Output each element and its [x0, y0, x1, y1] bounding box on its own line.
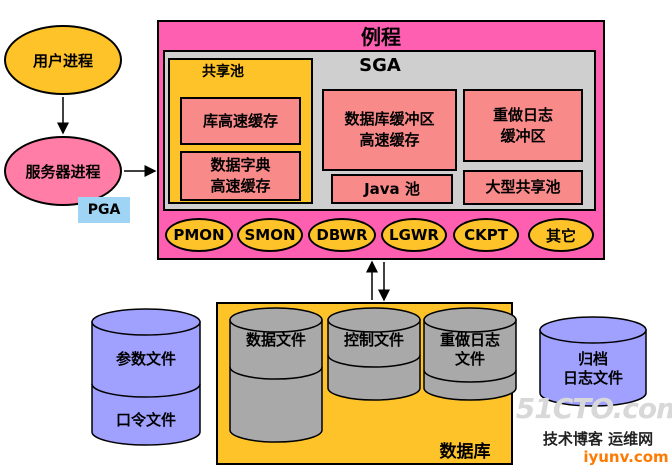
library-cache-label: 库高速缓存 [202, 111, 278, 130]
database-buffer-cache: 数据库缓冲区 高速缓存 [322, 89, 457, 171]
data-dictionary-cache: 数据字典 高速缓存 [180, 151, 301, 201]
server-process: 服务器进程 [4, 136, 122, 206]
bg-process-ckpt: CKPT [453, 218, 519, 252]
parameter-password-files-cylinder [91, 308, 201, 446]
bg-process-dbwr: DBWR [308, 218, 376, 252]
parameter-file-label: 参数文件 [115, 350, 176, 368]
redo-log-buffer: 重做日志 缓冲区 [463, 89, 583, 162]
pga-label: PGA [87, 202, 121, 218]
watermark-subtitle: 技术博客 运维网 [542, 429, 654, 448]
sga-title: SGA [359, 54, 401, 76]
large-pool-label: 大型共享池 [485, 178, 561, 196]
redo-log-files-label: 重做日志 文件 [439, 331, 500, 368]
instance-title: 例程 [361, 24, 401, 49]
control-files-cylinder [327, 307, 421, 401]
user-process: 用户进程 [4, 25, 122, 95]
archived-logs-label: 归档 日志文件 [562, 350, 623, 387]
bg-process-label: LGWR [389, 226, 439, 244]
data-dictionary-cache-label: 数据字典 高速缓存 [210, 156, 271, 195]
control-files-label: 控制文件 [343, 331, 404, 349]
redo-log-files-cylinder [423, 307, 517, 401]
password-file-label: 口令文件 [115, 411, 176, 429]
shared-pool-title: 共享池 [202, 64, 244, 80]
java-pool: Java 池 [331, 174, 453, 204]
pga-badge: PGA [78, 197, 130, 223]
database-title: 数据库 [439, 441, 491, 462]
bg-process-other: 其它 [528, 218, 594, 252]
server-process-label: 服务器进程 [25, 162, 101, 181]
bg-process-label: SMON [244, 226, 296, 244]
bg-process-smon: SMON [237, 218, 303, 252]
datafiles-label: 数据文件 [245, 331, 306, 349]
bg-process-pmon: PMON [165, 218, 233, 252]
library-cache: 库高速缓存 [180, 97, 301, 145]
bg-process-label: DBWR [316, 226, 368, 244]
bg-process-label: PMON [173, 226, 225, 244]
watermark-url: iyunv.com [583, 448, 669, 466]
bg-process-lgwr: LGWR [381, 218, 447, 252]
user-process-label: 用户进程 [32, 51, 93, 70]
database-buffer-cache-label: 数据库缓冲区 高速缓存 [344, 110, 435, 149]
large-pool: 大型共享池 [463, 170, 583, 205]
redo-log-buffer-label: 重做日志 缓冲区 [492, 105, 553, 145]
bg-process-label: CKPT [464, 226, 508, 244]
java-pool-label: Java 池 [364, 179, 420, 198]
datafiles-cylinder [229, 307, 323, 443]
watermark-logo: 51CTO.com [515, 391, 672, 425]
bg-process-label: 其它 [545, 226, 576, 245]
archived-logs-cylinder [539, 316, 647, 407]
